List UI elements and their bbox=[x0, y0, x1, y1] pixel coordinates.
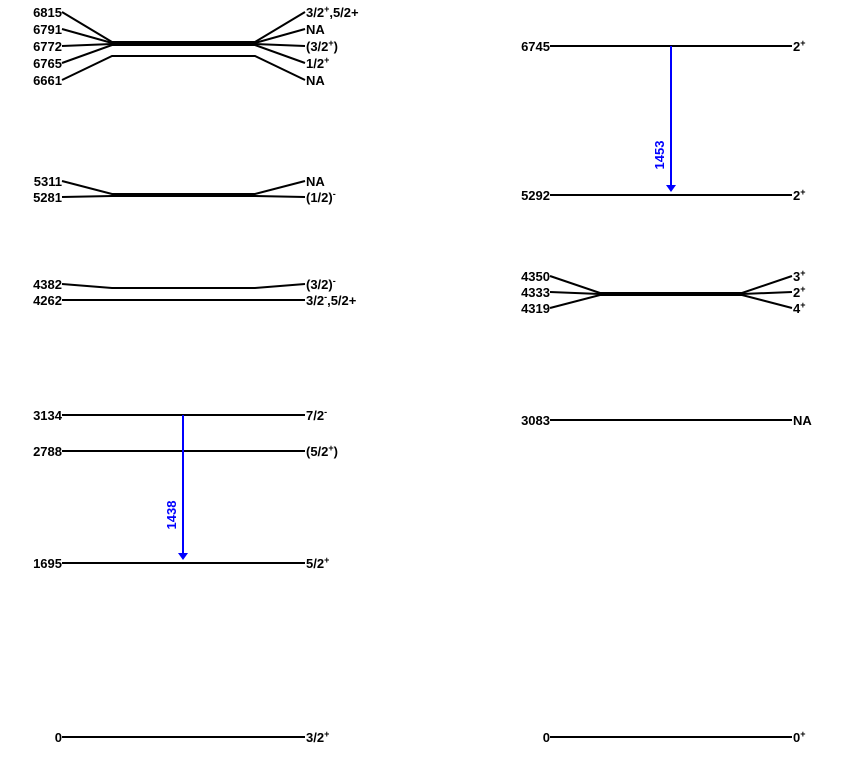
level-3134: 3134 7/2- bbox=[33, 407, 327, 423]
gamma-energy-label: 1438 bbox=[164, 501, 179, 530]
level-6745: 6745 2+ bbox=[521, 38, 805, 54]
level-energy-label: 3083 bbox=[521, 413, 550, 428]
level-line bbox=[61, 180, 306, 195]
gamma-transition-1438: 1438 bbox=[164, 415, 188, 560]
level-spin-label: (1/2)- bbox=[306, 189, 336, 205]
level-energy-label: 0 bbox=[543, 730, 550, 745]
level-spin-label: (3/2+) bbox=[306, 38, 338, 54]
level-energy-label: 3134 bbox=[33, 408, 63, 423]
level-5281: 5281 (1/2)- bbox=[33, 189, 336, 205]
level-spin-label: 7/2- bbox=[306, 407, 327, 423]
level-energy-label: 5281 bbox=[33, 190, 62, 205]
gamma-arrowhead-icon bbox=[666, 185, 676, 192]
level-spin-label: 3/2+,5/2+ bbox=[306, 4, 359, 20]
gamma-arrowhead-icon bbox=[178, 553, 188, 560]
level-energy-label: 1695 bbox=[33, 556, 62, 571]
level-spin-label: 5/2+ bbox=[306, 555, 329, 571]
level-spin-label: NA bbox=[793, 413, 812, 428]
level-energy-label: 6661 bbox=[33, 73, 62, 88]
level-energy-label: 6772 bbox=[33, 39, 62, 54]
level-spin-label: NA bbox=[306, 174, 325, 189]
level-energy-label: 0 bbox=[55, 730, 62, 745]
level-energy-label: 6815 bbox=[33, 5, 62, 20]
level-energy-label: 6745 bbox=[521, 39, 550, 54]
level-4382: 4382 (3/2)- bbox=[33, 276, 336, 292]
level-spin-label: 0+ bbox=[793, 729, 806, 745]
level-energy-label: 5292 bbox=[521, 188, 550, 203]
level-spin-label: 2+ bbox=[793, 284, 806, 300]
level-spin-label: 1/2+ bbox=[306, 55, 329, 71]
level-spin-label: 3/2+ bbox=[306, 729, 329, 745]
level-3083: 3083 NA bbox=[521, 413, 812, 428]
level-4319: 4319 4+ bbox=[521, 294, 806, 316]
level-5311: 5311 NA bbox=[34, 174, 325, 195]
level-energy-label: 4333 bbox=[521, 285, 550, 300]
right-scheme: 6745 2+ 5292 2+ 4350 3+ 4333 2+ 4319 4+ 3083 NA 0 0+ 1… bbox=[521, 38, 812, 745]
level-spin-label: (3/2)- bbox=[306, 276, 336, 292]
level-line bbox=[549, 275, 793, 294]
level-spin-label: 3+ bbox=[793, 268, 806, 284]
level-line bbox=[61, 44, 306, 64]
level-4333: 4333 2+ bbox=[521, 284, 805, 300]
level-energy-label: 2788 bbox=[33, 444, 62, 459]
level-6765: 6765 1/2+ bbox=[33, 44, 329, 71]
level-2788: 2788 (5/2+) bbox=[33, 443, 338, 459]
level-energy-label: 6791 bbox=[33, 22, 62, 37]
level-spin-label: (5/2+) bbox=[306, 443, 338, 459]
level-energy-label: 5311 bbox=[34, 174, 62, 189]
level-line bbox=[61, 283, 306, 289]
level-spin-label: NA bbox=[306, 22, 325, 37]
level-energy-label: 4382 bbox=[33, 277, 62, 292]
level-4262: 4262 3/2-,5/2+ bbox=[33, 292, 357, 308]
gamma-transition-1453: 1453 bbox=[652, 46, 676, 192]
level-spin-label: 4+ bbox=[793, 300, 806, 316]
level-6661: 6661 NA bbox=[33, 55, 325, 88]
level-0: 0 0+ bbox=[543, 729, 806, 745]
level-line bbox=[61, 11, 306, 43]
level-spin-label: 2+ bbox=[793, 187, 806, 203]
level-spin-label: 2+ bbox=[793, 38, 806, 54]
level-5292: 5292 2+ bbox=[521, 187, 805, 203]
level-energy-label: 4319 bbox=[521, 301, 550, 316]
level-energy-label: 6765 bbox=[33, 56, 62, 71]
gamma-energy-label: 1453 bbox=[652, 141, 667, 170]
level-1695: 1695 5/2+ bbox=[33, 555, 329, 571]
level-energy-label: 4350 bbox=[521, 269, 550, 284]
level-line bbox=[61, 195, 306, 198]
level-line bbox=[61, 55, 306, 81]
level-line bbox=[61, 28, 306, 44]
level-4350: 4350 3+ bbox=[521, 268, 806, 294]
level-spin-label: 3/2-,5/2+ bbox=[306, 292, 357, 308]
level-line bbox=[549, 294, 793, 309]
level-spin-label: NA bbox=[306, 73, 325, 88]
level-energy-label: 4262 bbox=[33, 293, 62, 308]
level-0: 0 3/2+ bbox=[55, 729, 330, 745]
